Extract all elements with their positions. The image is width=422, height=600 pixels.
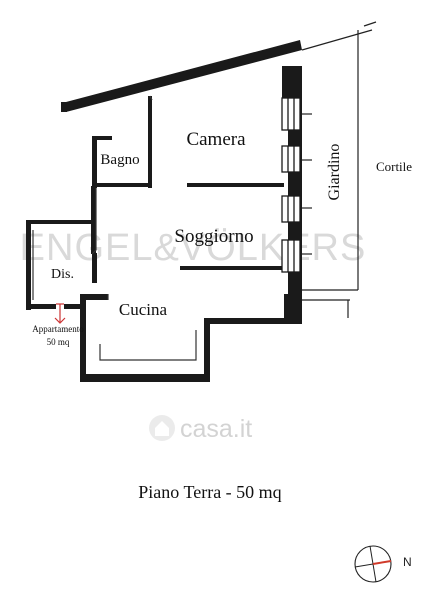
room-label-camera: Camera [186,129,246,150]
compass-north-label: N [403,555,412,569]
wall-cucina-bottom [80,374,210,382]
room-label-dis: Dis. [51,267,74,282]
wall-bagno-right [148,96,152,188]
wall-cucina-step-2 [80,294,86,380]
wall-dis-top [26,220,96,224]
wall-right-bottom [284,294,302,324]
agency-watermark: ENGEL&VÖLKERS [20,227,367,269]
wall-dis-left [26,220,31,310]
area-label-cortile: Cortile [376,159,412,174]
wall-dis-bottom-2 [64,304,84,309]
portal-watermark [149,415,175,441]
neighbor-label-line1: Appartamento [32,324,84,334]
wall-right [282,66,302,100]
room-label-soggiorno: Soggiorno [174,226,253,247]
windows [281,97,301,273]
garden-doors [302,113,312,255]
neighbor-marker [54,303,66,324]
wall-dis-right [92,253,97,283]
compass-ring [354,545,392,583]
compass: N [354,545,412,583]
garden-area [301,21,377,318]
wall-bagno-left [92,136,97,188]
wall-camera-bottom [187,183,284,187]
neighbor-label-line2: 50 mq [47,337,70,347]
wall-bagno-bottom [92,183,152,187]
wall-cucina-shelf [204,318,290,324]
wall-cucina-right [204,318,210,382]
area-label-giardino: Giardino [326,144,343,201]
wall-top [66,40,302,112]
room-label-cucina: Cucina [119,300,168,319]
room-label-bagno: Bagno [100,152,139,168]
inner-lines [32,95,197,361]
compass-needle [372,560,392,565]
floor-title: Piano Terra - 50 mq [138,482,281,502]
wall-left-upper [61,102,67,112]
wall-cucina-step [80,294,108,300]
wall-dis-bottom [26,304,56,309]
wall-bagno-top [92,136,112,140]
portal-watermark-text: casa.it [180,415,252,443]
wall-cucina-top [180,266,284,270]
walls [26,40,302,382]
